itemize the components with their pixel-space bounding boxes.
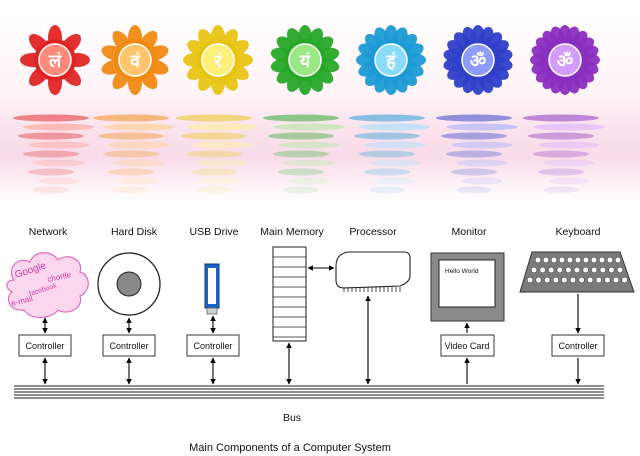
video-card: Video Card	[440, 334, 495, 357]
chakra-4-icon: यं	[270, 25, 340, 95]
water-fade	[0, 110, 640, 210]
network-cloud-icon: Google chortle facebook e-mail	[6, 252, 89, 319]
label-processor: Processor	[349, 226, 397, 238]
controller-hard-disk-label: Controller	[109, 341, 148, 351]
chakra-4-symbol: यं	[299, 51, 312, 72]
chakra-7-icon: ॐ	[530, 25, 600, 95]
monitor-screen-text: Hello World	[445, 268, 479, 275]
label-usb-drive: USB Drive	[189, 226, 238, 238]
chakra-banner: लं वं रं यं हं ॐ ॐ	[0, 0, 640, 210]
main-memory-icon	[272, 246, 307, 342]
bus-label: Bus	[283, 412, 301, 424]
controller-keyboard: Controller	[551, 334, 605, 357]
monitor-icon: Hello World	[430, 252, 505, 322]
hard-disk-icon	[97, 252, 161, 316]
chakra-6-symbol: ॐ	[470, 51, 486, 72]
chakra-1-icon: लं	[20, 25, 90, 95]
label-network: Network	[29, 226, 68, 238]
chakra-5-symbol: हं	[385, 51, 397, 72]
chakra-6-icon: ॐ	[443, 25, 513, 95]
controller-usb-drive: Controller	[186, 334, 240, 357]
processor-icon	[335, 251, 411, 292]
label-monitor: Monitor	[451, 226, 487, 238]
connectors	[42, 265, 581, 385]
chakra-2-icon: वं	[101, 25, 169, 95]
controller-hard-disk: Controller	[102, 334, 156, 357]
controller-network-label: Controller	[25, 341, 64, 351]
keyboard-icon	[519, 251, 635, 293]
chakra-icons: लं वं रं यं हं ॐ ॐ	[20, 25, 600, 95]
controller-keyboard-label: Controller	[558, 341, 597, 351]
chakra-7-symbol: ॐ	[557, 51, 573, 72]
controller-network: Controller	[18, 334, 72, 357]
chakra-5-icon: हं	[356, 25, 426, 95]
label-main-memory: Main Memory	[260, 226, 324, 238]
controller-usb-drive-label: Controller	[193, 341, 232, 351]
system-bus	[14, 385, 604, 399]
chakra-3-icon: रं	[183, 25, 253, 95]
chakra-2-symbol: वं	[129, 51, 141, 72]
video-card-label: Video Card	[445, 341, 490, 351]
usb-drive-icon	[204, 263, 220, 315]
diagram-caption: Main Components of a Computer System	[189, 442, 391, 454]
chakra-3-symbol: रं	[213, 51, 222, 72]
label-keyboard: Keyboard	[556, 226, 601, 238]
label-hard-disk: Hard Disk	[111, 226, 158, 238]
chakra-1-symbol: लं	[48, 51, 62, 72]
